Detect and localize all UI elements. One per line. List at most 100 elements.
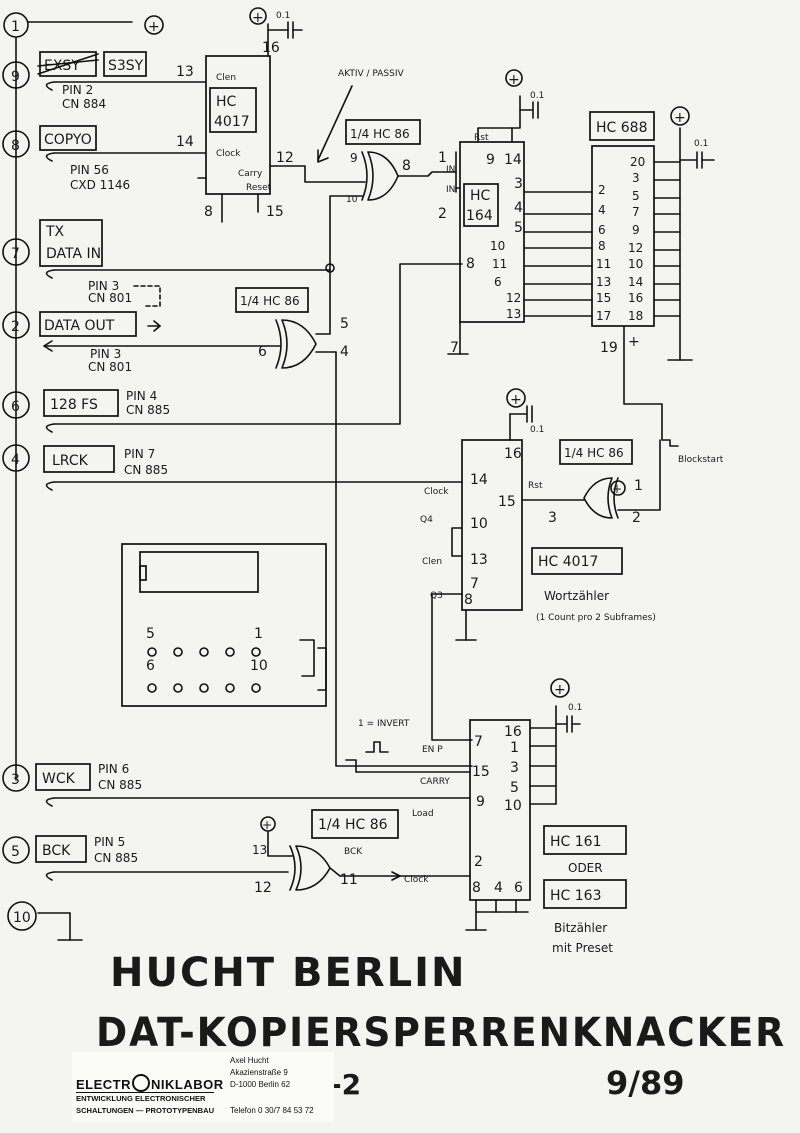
- note-wortzaehler: Wortzähler: [544, 589, 609, 603]
- u2-pin8: 8: [402, 158, 411, 174]
- u1-note-reset: Reset: [246, 183, 272, 193]
- connector-2-number: 2: [11, 319, 20, 335]
- display-pad-row-1: [147, 647, 261, 657]
- display-label-1: 1: [254, 626, 263, 642]
- u2-pin9: 9: [350, 151, 358, 165]
- stamp-brand-left: ELECTR: [76, 1077, 131, 1092]
- u1-name: HC: [216, 94, 237, 110]
- u9-pin12: 12: [254, 880, 272, 896]
- u8-pin2: 2: [474, 854, 483, 870]
- u8-name2: HC 163: [550, 888, 601, 904]
- u7-pin2: 2: [632, 510, 641, 526]
- chip-u4-hc688: HC 688 20 2 4 6 8 11 13 15 17 3 5 7 9 12…: [589, 111, 693, 441]
- u3-name2: 164: [466, 208, 493, 224]
- u7-pin3: 3: [548, 510, 557, 526]
- u6-pin15: 15: [498, 494, 516, 510]
- connector-6-pin: PIN 4: [126, 389, 157, 403]
- connector-1-plus: +: [148, 19, 160, 35]
- u4-pin2: 2: [598, 183, 606, 197]
- u4-out-plus: +: [628, 334, 640, 350]
- power-u8-plus: +: [554, 682, 566, 698]
- u1-pin13: 13: [176, 64, 194, 80]
- chip-u5-hc86: 1/4 HC 86 5 4 6: [235, 269, 473, 767]
- u6-pin7: 7: [470, 576, 479, 592]
- u1-pin15: 15: [266, 204, 284, 220]
- u6-note-rst: Rst: [528, 481, 543, 491]
- display-label-10: 10: [250, 658, 268, 674]
- u8-note-enp: EN P: [422, 745, 443, 755]
- connector-8-pin: PIN 56: [70, 163, 109, 177]
- u4-name: HC 688: [596, 120, 647, 136]
- u3-note-in2: IN: [446, 185, 455, 195]
- power-u1: + 0.1: [249, 7, 303, 39]
- u3-name: HC: [470, 188, 491, 204]
- stamp-line-2: ENTWICKLUNG ELECTRONISCHER: [76, 1094, 206, 1103]
- u3-pin11: 11: [492, 257, 507, 271]
- connector-4-pin: PIN 7: [124, 447, 155, 461]
- stamp-addr-3: D-1000 Berlin 62: [230, 1080, 291, 1089]
- u8-note-carry: CARRY: [420, 777, 450, 787]
- power-u4-plus: +: [674, 110, 686, 126]
- connector-8-number: 8: [11, 138, 20, 154]
- title-date: 9/89: [606, 1064, 684, 1102]
- connector-3-pin: PIN 6: [98, 762, 129, 776]
- connector-3-cn: CN 885: [98, 778, 142, 792]
- u3-pin12: 12: [506, 291, 521, 305]
- u4-pin6: 6: [598, 223, 606, 237]
- stamp-addr-1: Axel Hucht: [230, 1056, 269, 1065]
- connector-9-label: S3SY: [108, 58, 144, 74]
- power-u6: + 0.1: [506, 388, 544, 435]
- connector-1: 1 +: [3, 12, 164, 781]
- connector-5: 5 BCK PIN 5 CN 885: [2, 835, 289, 881]
- cap-u6: 0.1: [530, 425, 544, 435]
- u6-pin8: 8: [464, 592, 473, 608]
- connector-9-number: 9: [11, 69, 20, 85]
- connector-3-number: 3: [11, 772, 20, 788]
- u6-note-clock: Clock: [424, 487, 449, 497]
- chip-u1-hc4017: HC 4017 13 14 12 8 15 16 Clen Clock Carr…: [176, 23, 366, 223]
- u3-pin9: 9: [486, 152, 495, 168]
- u6-note-clen: Clen: [422, 557, 442, 567]
- power-u8: + 0.1: [550, 678, 582, 733]
- u6-note-q4: Q4: [420, 515, 433, 525]
- display-label-6: 6: [146, 658, 155, 674]
- u7-plus: +: [612, 482, 622, 496]
- connector-6: 6 128 FS PIN 4 CN 885: [2, 263, 463, 433]
- u3-pin5: 5: [514, 220, 523, 236]
- u4-pin7: 7: [632, 205, 640, 219]
- connector-9: 9 EXSY S3SY PIN 2 CN 884: [2, 51, 206, 111]
- u4-pin19: 19: [600, 340, 618, 356]
- connector-1-number: 1: [11, 19, 20, 35]
- u8-alt: ODER: [568, 861, 603, 875]
- cap-u8: 0.1: [568, 703, 582, 713]
- connector-10-number: 10: [13, 910, 31, 926]
- u8-pin10: 10: [504, 798, 522, 814]
- u8-pin8: 8: [472, 880, 481, 896]
- connector-6-number: 6: [11, 399, 20, 415]
- connector-7-label: TX: [45, 224, 65, 240]
- connector-5-pin: PIN 5: [94, 835, 125, 849]
- u8-pin9: 9: [476, 794, 485, 810]
- connector-5-label: BCK: [42, 843, 71, 859]
- connector-4-cn: CN 885: [124, 463, 168, 477]
- u1-note-clock: Clock: [216, 149, 241, 159]
- connector-7-cn: CN 801: [88, 291, 132, 305]
- u4-pin3: 3: [632, 171, 640, 185]
- u4-pin8: 8: [598, 239, 606, 253]
- title-block: HUCHT BERLIN DAT-KOPIERSPERRENKNACKER -2…: [96, 950, 784, 1102]
- u4-pin10: 10: [628, 257, 643, 271]
- note-aktiv-passiv: AKTIV / PASSIV: [338, 69, 405, 79]
- note-invert: 1 = INVERT: [358, 719, 410, 729]
- connector-6-cn: CN 885: [126, 403, 170, 417]
- u3-note-in1: IN: [446, 165, 455, 175]
- power-u3-plus: +: [508, 72, 520, 88]
- u3-pin4: 4: [514, 200, 523, 216]
- connector-7-label2: DATA IN: [46, 246, 101, 262]
- u3-pin6: 6: [494, 275, 502, 289]
- u2-pin10: 10: [346, 195, 358, 205]
- u8-pin1: 1: [510, 740, 519, 756]
- u6-pin14: 14: [470, 472, 488, 488]
- u4-pin20: 20: [630, 155, 645, 169]
- connector-10: 10: [7, 901, 83, 941]
